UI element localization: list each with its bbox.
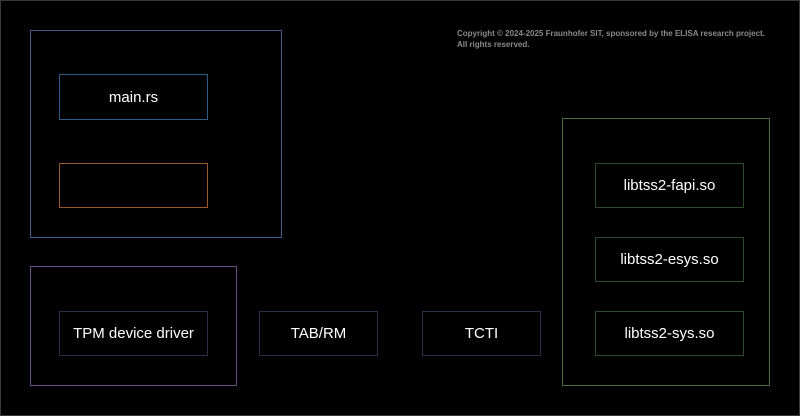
tpm-device-driver-box: TPM device driver — [59, 311, 208, 356]
copyright-notice: Copyright © 2024-2025 Fraunhofer SIT, sp… — [457, 28, 787, 50]
copyright-line-1: Copyright © 2024-2025 Fraunhofer SIT, sp… — [457, 29, 765, 38]
empty-component-box — [59, 163, 208, 208]
libtss2-sys-label: libtss2-sys.so — [624, 325, 715, 342]
libtss2-group — [562, 118, 770, 386]
tcti-label: TCTI — [464, 325, 499, 342]
kernel-group — [30, 266, 237, 386]
application-group — [30, 30, 282, 238]
tcti-box: TCTI — [422, 311, 541, 356]
tpm-device-driver-label: TPM device driver — [73, 325, 194, 342]
libtss2-fapi-label: libtss2-fapi.so — [623, 177, 716, 194]
tab-rm-box: TAB/RM — [259, 311, 378, 356]
libtss2-esys-label: libtss2-esys.so — [620, 251, 719, 268]
main-rs-label: main.rs — [108, 88, 159, 106]
libtss2-esys-box: libtss2-esys.so — [595, 237, 744, 282]
libtss2-fapi-box: libtss2-fapi.so — [595, 163, 744, 208]
libtss2-sys-box: libtss2-sys.so — [595, 311, 744, 356]
copyright-line-2: All rights reserved. — [457, 40, 530, 49]
main-rs-box: main.rs — [59, 74, 208, 120]
tab-rm-label: TAB/RM — [290, 325, 347, 342]
